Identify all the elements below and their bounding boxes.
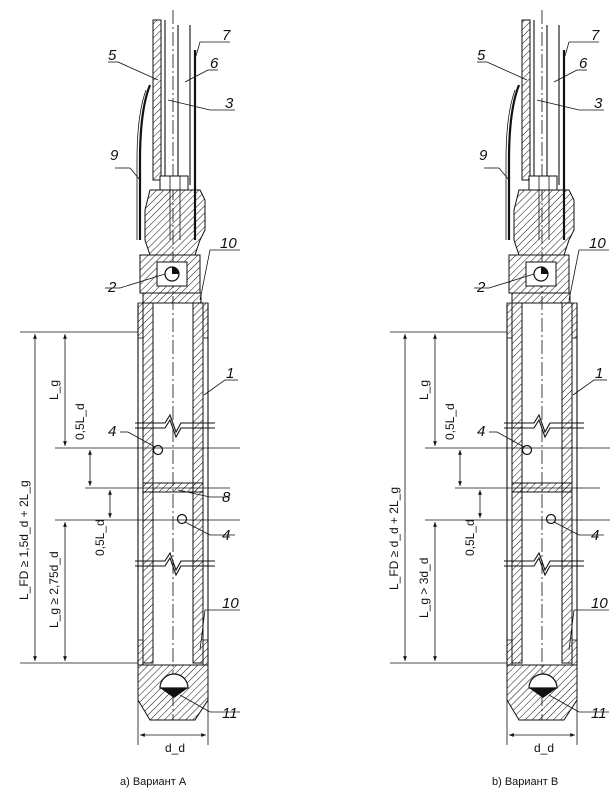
callout-10-bottom: 10 [591,595,608,612]
partition [511,482,573,493]
callout-9: 9 [479,147,488,164]
variant-a-drawing [20,10,240,745]
callout-1: 1 [226,365,234,382]
dim-half-ld-1: 0,5L_d [73,403,87,440]
callout-4-top: 4 [108,423,116,440]
callout-10-top: 10 [220,235,237,252]
dim-lfd: L_FD ≥ 1,5d_d + 2L_g [17,480,31,600]
callout-10-bottom: 10 [222,595,239,612]
dim-dd: d_d [165,741,185,755]
callout-7: 7 [222,27,231,44]
callout-7: 7 [591,27,600,44]
dim-dd: d_d [534,741,554,755]
callout-6: 6 [210,55,219,72]
callout-4-bottom: 4 [222,527,230,544]
caption-variant-a: a) Вариант А [120,776,187,788]
callout-9: 9 [110,147,119,164]
dim-lg-bottom: L_g > 3d_d [417,558,431,618]
callout-3: 3 [225,95,234,112]
callout-5: 5 [108,47,117,64]
caption-variant-b: b) Вариант В [492,776,558,788]
callout-5: 5 [477,47,486,64]
callout-3: 3 [594,95,603,112]
variant-a-labels: 5 6 7 3 9 2 10 1 4 8 4 10 11 L_FD ≥ 1,5d… [17,27,239,788]
dim-half-ld-2: 0,5L_d [93,519,107,556]
head-block [513,189,575,256]
dim-lg-top: L_g [47,380,61,400]
sensor-4-bottom [176,513,188,525]
callout-10-top: 10 [589,235,606,252]
dim-half-ld-1: 0,5L_d [443,403,457,440]
dim-lg-bottom: L_g ≥ 2,75d_d [47,551,61,628]
callout-6: 6 [579,55,588,72]
head-block [144,189,206,256]
tube-5 [152,19,162,181]
callout-4-bottom: 4 [591,527,599,544]
callout-1: 1 [595,365,603,382]
dim-lg-top: L_g [417,380,431,400]
callout-4-top: 4 [477,423,485,440]
callout-11: 11 [222,705,238,722]
variant-b-labels: 5 6 7 3 9 2 10 1 4 4 10 11 L_FD ≥ d_d + … [387,27,608,788]
callout-11: 11 [591,705,607,722]
variant-b-drawing [390,10,610,745]
sensor-11 [159,673,189,689]
dim-lfd: L_FD ≥ d_d + 2L_g [387,487,401,590]
dim-half-ld-2: 0,5L_d [463,519,477,556]
callout-2: 2 [476,279,486,296]
sensor-11 [528,673,558,689]
callout-2: 2 [107,279,117,296]
shield-9 [138,84,152,240]
tube-5 [521,19,531,181]
partition-8 [142,482,204,493]
callout-8: 8 [222,489,231,506]
shield-9 [507,84,521,240]
sensor-4-bottom [545,513,557,525]
